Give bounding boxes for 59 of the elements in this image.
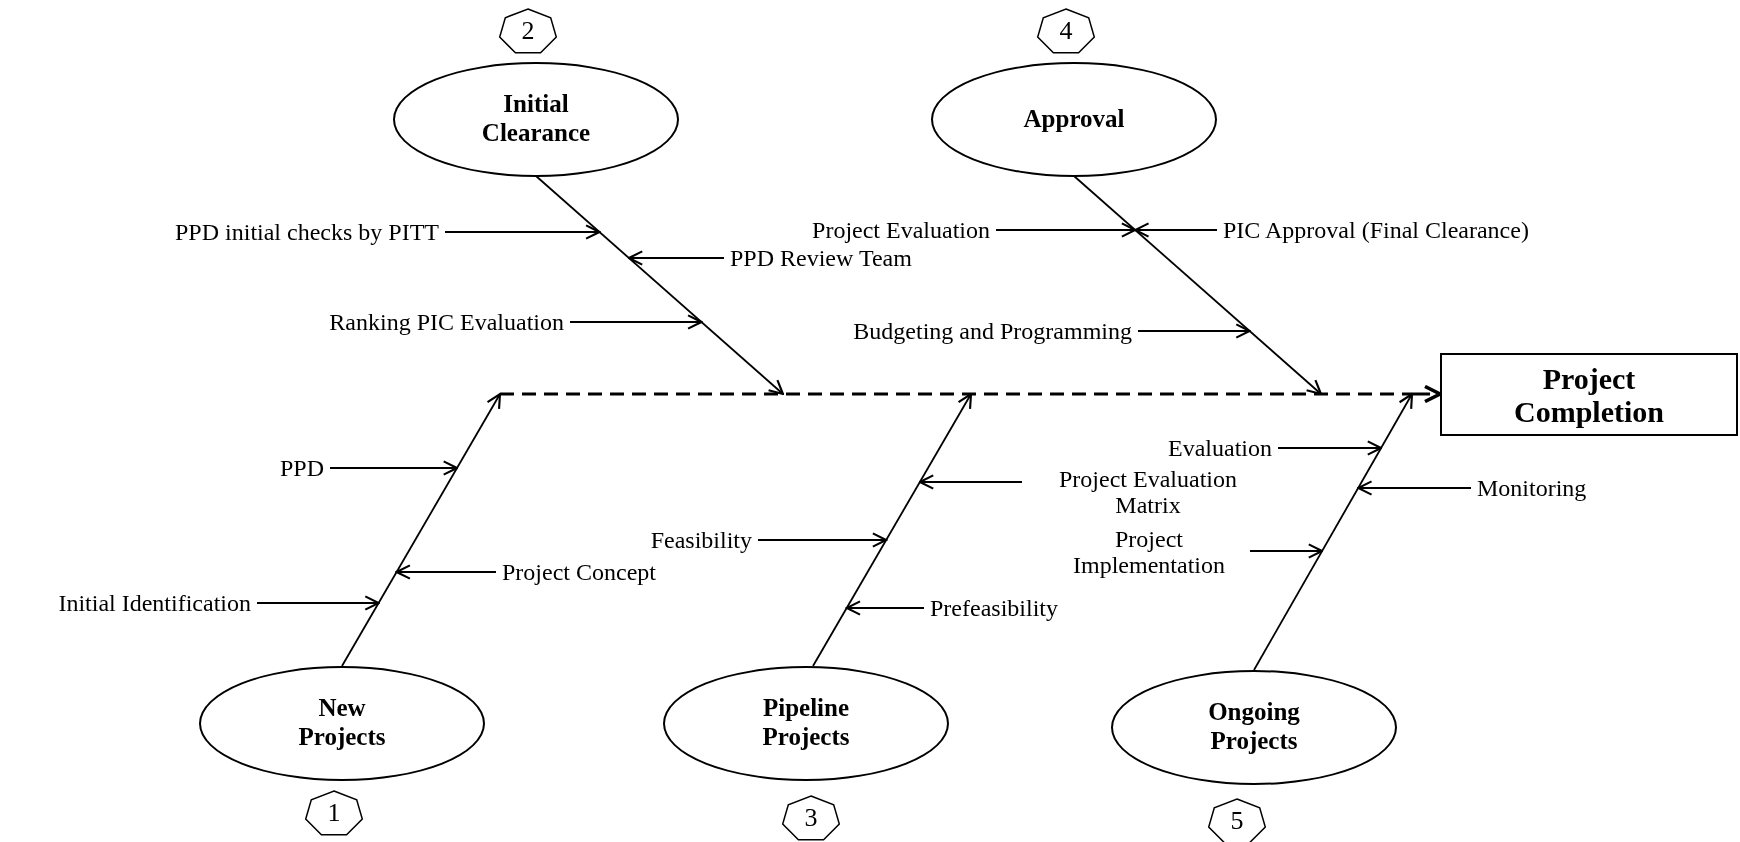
step-number: 3: [804, 805, 818, 831]
cause-arrow: [1137, 323, 1251, 339]
category-label: New Projects: [297, 694, 387, 752]
cause-label: Project Concept: [502, 558, 656, 586]
category-ellipse: [931, 61, 1217, 177]
cause-arrow: [1357, 480, 1472, 496]
cause-arrow: [995, 222, 1137, 238]
cause-label: Budgeting and Programming: [853, 317, 1132, 345]
cause-arrow: [757, 532, 888, 548]
step-number: 1: [327, 800, 341, 826]
bone-arrow: [1073, 175, 1323, 396]
cause-label: PPD: [279, 454, 324, 482]
cause-label: Project Evaluation: [812, 216, 990, 244]
step-number: 5: [1230, 808, 1244, 834]
cause-label: Project Implementation: [1054, 525, 1244, 579]
cause-arrow: [1134, 222, 1218, 238]
cause-label: Ranking PIC Evaluation: [329, 308, 564, 336]
category-label: Initial Clearance: [480, 90, 592, 148]
step-number: 2: [521, 18, 535, 44]
category-ellipse: [199, 665, 485, 781]
cause-label: PIC Approval (Final Clearance): [1223, 216, 1529, 244]
spine-line: [500, 392, 1416, 396]
cause-label: Feasibility: [650, 526, 752, 554]
bone-arrow: [535, 175, 785, 396]
heptagon-badge: [1036, 7, 1096, 55]
category-label: Ongoing Projects: [1207, 698, 1301, 756]
cause-arrow: [256, 595, 380, 611]
cause-arrow: [1249, 543, 1324, 559]
category-ellipse: [663, 665, 949, 781]
bone-arrow: [812, 392, 973, 667]
bone-arrow: [341, 392, 502, 667]
category-ellipse: [1111, 669, 1397, 785]
cause-arrow: [395, 564, 497, 580]
category-label: Approval: [1023, 104, 1125, 134]
category-ellipse: [393, 61, 679, 177]
cause-arrow: [627, 250, 725, 266]
cause-arrow: [918, 474, 1023, 490]
heptagon-badge: [1207, 797, 1267, 842]
cause-label: PPD Review Team: [730, 244, 912, 272]
heptagon-badge: [781, 794, 841, 842]
heptagon-badge: [498, 7, 558, 55]
cause-label: Monitoring: [1477, 474, 1587, 502]
cause-arrow: [329, 460, 459, 476]
cause-arrow: [569, 314, 703, 330]
category-label: Pipeline Projects: [761, 694, 851, 752]
cause-label: Project Evaluation Matrix: [1028, 465, 1268, 519]
cause-label: Evaluation: [1168, 434, 1272, 462]
outcome-box: [1440, 353, 1738, 436]
cause-label: Prefeasibility: [930, 594, 1058, 622]
step-number: 4: [1059, 18, 1073, 44]
cause-arrow: [1277, 440, 1383, 456]
cause-label: PPD initial checks by PITT: [175, 218, 439, 246]
cause-arrow: [845, 600, 925, 616]
bone-arrow: [1253, 392, 1414, 671]
outcome-label: Project Completion: [1513, 361, 1665, 428]
heptagon-badge: [304, 789, 364, 837]
cause-label: Initial Identification: [58, 589, 251, 617]
spine-arrow: [1416, 384, 1442, 404]
cause-arrow: [444, 224, 601, 240]
